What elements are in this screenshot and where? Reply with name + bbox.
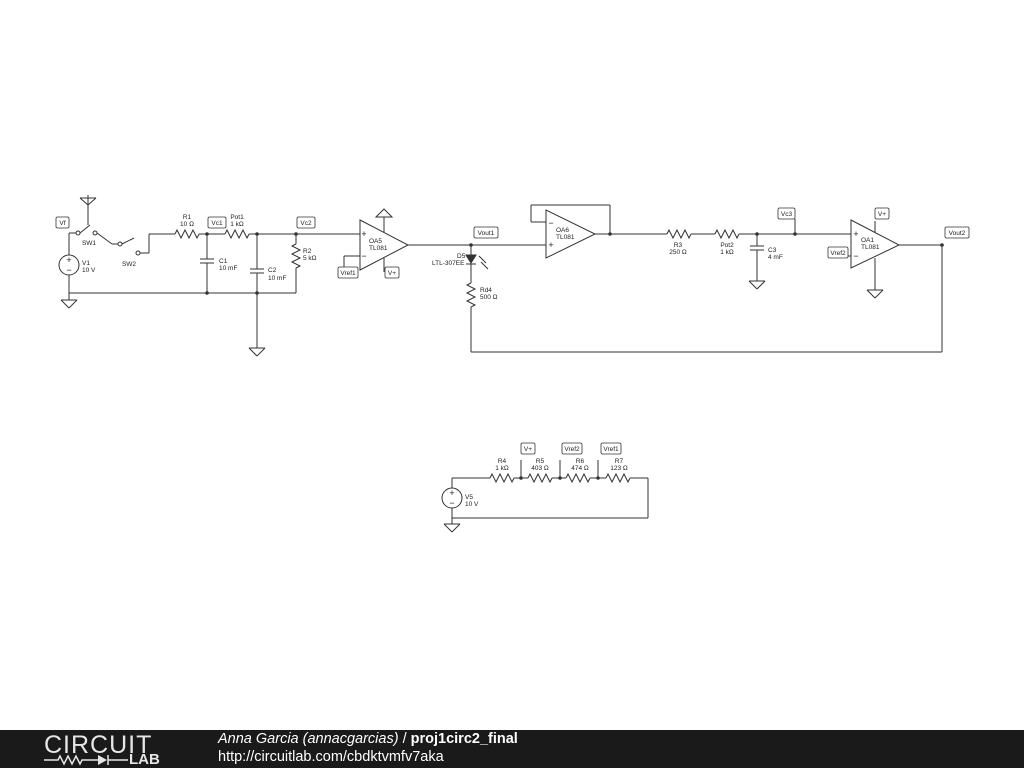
circuit-schematic: + − + − +− −+ +− V1 10 V SW1 SW2 R1 [55,195,970,533]
svg-text:+: + [853,229,858,239]
oa1-model: TL081 [861,244,880,251]
oa6-model: TL081 [556,234,575,241]
footer-title: Anna Garcia (annacgarcias) / proj1circ2_… [218,731,518,747]
logo-text-circuit: CIRCUIT [44,731,153,759]
node-tag-vout2: Vout2 [949,230,966,237]
r3-value: 250 Ω [669,249,687,256]
r7-value: 123 Ω [610,465,628,472]
c2-value: 10 mF [268,275,286,282]
r4-label: R4 [498,458,507,465]
rd4-label: Rd4 [480,287,492,294]
r4-value: 1 kΩ [495,465,509,472]
node-tag-vc2: Vc2 [300,220,312,227]
ground-icon [374,208,394,218]
title-separator: / [398,731,411,747]
v1-value: 10 V [82,267,96,274]
oa5-model: TL081 [369,245,388,252]
r6-label: R6 [576,458,585,465]
node-tag-vf: Vf [59,220,65,227]
node-tag-vref1-oa5: Vref1 [340,270,356,277]
sw2-label: SW2 [122,261,136,268]
node-tag-vout1: Vout1 [478,230,495,237]
r7-label: R7 [615,458,624,465]
c1-label: C1 [219,258,228,265]
c3-label: C3 [768,247,777,254]
node-tag-vplus-oa1: V+ [878,211,886,218]
svg-text:+: + [66,255,71,265]
r3-label: R3 [674,242,683,249]
v5-value: 10 V [465,501,479,508]
project-url[interactable]: http://circuitlab.com/cbdktvmfv7aka [218,749,444,765]
logo-text-lab: LAB [129,751,160,768]
node-tag-vref1-divider: Vref1 [603,446,619,453]
svg-text:−: − [66,265,71,275]
ground-icon [248,347,266,357]
d5-model: LTL-307EE [432,260,465,267]
author-name[interactable]: Anna Garcia (annacgarcias) [218,731,399,747]
svg-text:−: − [361,251,366,261]
node-tag-vref2-divider: Vref2 [564,446,580,453]
r6-value: 474 Ω [571,465,589,472]
pot1-label: Pot1 [230,214,244,221]
node-tag-vplus-divider: V+ [524,446,532,453]
node-tag-vc3: Vc3 [781,211,793,218]
pot2-label: Pot2 [720,242,734,249]
r1-label: R1 [183,214,192,221]
r2-value: 5 kΩ [303,255,317,262]
v1-label: V1 [82,260,90,267]
project-name[interactable]: proj1circ2_final [410,731,518,747]
v5-label: V5 [465,494,473,501]
footer-bar: CIRCUIT LAB Anna Garcia (annacgarcias) /… [0,730,1024,768]
ground-icon [748,280,766,290]
rd4-value: 500 Ω [480,294,498,301]
circuitlab-logo[interactable]: CIRCUIT LAB [40,732,180,768]
svg-text:−: − [548,218,553,228]
c2-label: C2 [268,267,277,274]
c1-value: 10 mF [219,265,237,272]
ground-icon [443,523,461,533]
node-tag-vref2-oa1: Vref2 [830,250,846,257]
ground-icon [866,289,884,299]
node-tag-vc1: Vc1 [211,220,223,227]
pot2-value: 1 kΩ [720,249,734,256]
c3-value: 4 mF [768,254,783,261]
resistor-diode-icon [44,754,128,766]
oa1-label: OA1 [861,237,874,244]
svg-text:+: + [361,229,366,239]
oa6-label: OA6 [556,227,569,234]
ground-icon [60,299,78,309]
r5-label: R5 [536,458,545,465]
sw1-label: SW1 [82,240,96,247]
r1-value: 10 Ω [180,221,194,228]
oa5-label: OA5 [369,238,382,245]
r5-value: 403 Ω [531,465,549,472]
r2-label: R2 [303,248,312,255]
pot1-value: 1 kΩ [230,221,244,228]
node-tag-vplus-oa5: V+ [388,270,396,277]
ground-icon [79,195,97,206]
svg-text:−: − [853,251,858,261]
svg-text:−: − [449,498,454,508]
svg-text:+: + [449,488,454,498]
d5-label: D5 [457,253,466,260]
svg-text:+: + [548,240,553,250]
